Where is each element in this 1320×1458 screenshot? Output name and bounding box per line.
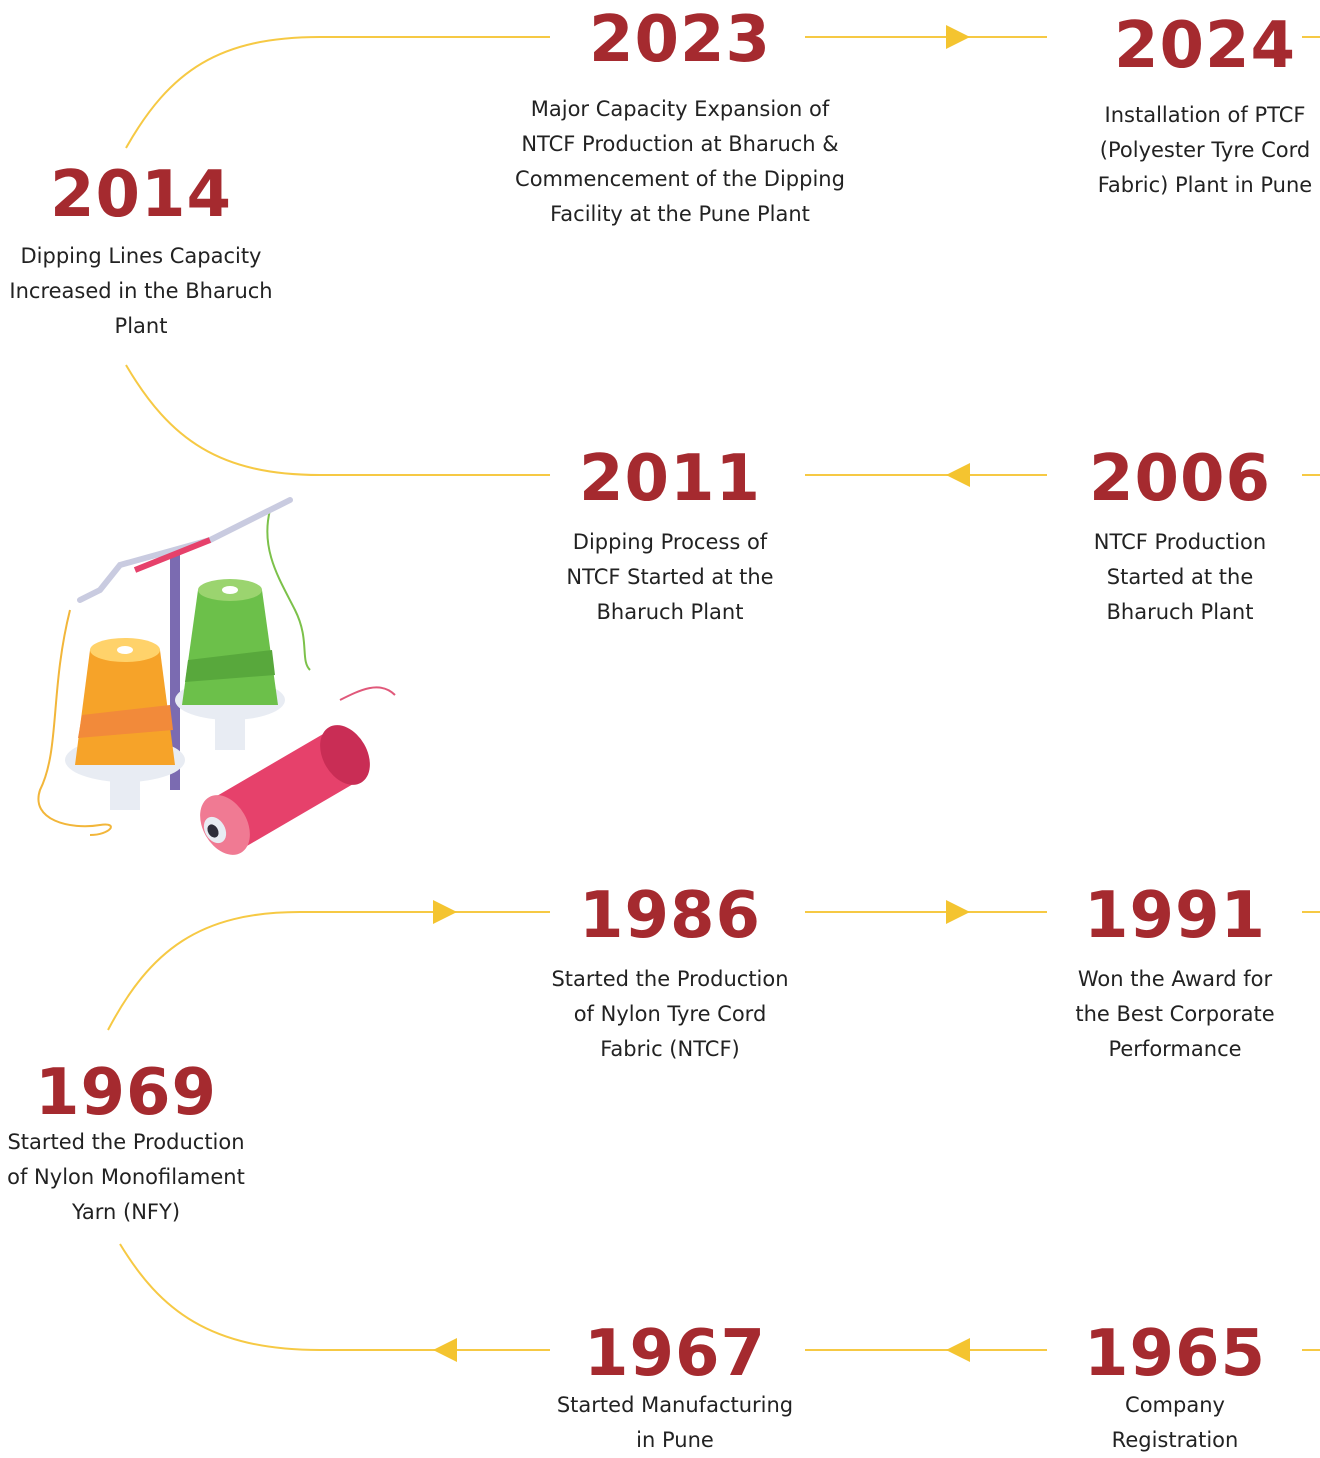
milestone-2006: 2006 NTCF Production Started at the Bhar… [1060,447,1300,630]
arrow-left-icon [946,1338,970,1362]
milestone-year: 1965 [1083,1317,1267,1391]
milestone-description: Dipping Process of NTCF Started at the B… [566,530,774,624]
milestone-1986: 1986 Started the Production of Nylon Tyr… [540,884,800,1067]
arrow-right-icon [946,25,970,49]
milestone-1991: 1991 Won the Award for the Best Corporat… [1055,884,1295,1067]
milestone-description: Major Capacity Expansion of NTCF Product… [515,97,845,226]
milestone-year: 1967 [583,1317,767,1391]
connector-curve-1967-1969 [119,1243,550,1351]
thread-spools-illustration [37,497,396,855]
milestone-2011: 2011 Dipping Process of NTCF Started at … [540,447,800,630]
milestone-2023: 2023 Major Capacity Expansion of NTCF Pr… [490,8,870,232]
milestone-year: 2006 [1088,442,1272,516]
milestone-year: 2023 [588,3,772,77]
milestone-year: 2024 [1113,9,1297,83]
milestone-year: 1986 [578,879,762,953]
milestone-description: Won the Award for the Best Corporate Per… [1075,967,1275,1061]
milestone-description: Started the Production of Nylon Monofila… [7,1130,245,1224]
arrow-left-icon [433,1338,457,1362]
milestone-year: 2014 [49,158,233,232]
milestone-description: Installation of PTCF (Polyester Tyre Cor… [1097,103,1313,197]
milestone-year: 1991 [1083,879,1267,953]
milestone-year: 1969 [34,1056,218,1130]
milestone-year: 2011 [578,442,762,516]
milestone-2024: 2024 Installation of PTCF (Polyester Tyr… [1080,14,1320,203]
milestone-description: Started Manufacturing in Pune [556,1393,794,1452]
milestone-description: Company Registration [1111,1393,1239,1452]
milestone-description: Started the Production of Nylon Tyre Cor… [551,967,789,1061]
milestone-description: NTCF Production Started at the Bharuch P… [1093,530,1267,624]
arrow-right-icon [433,900,457,924]
connector-curve-2014-2023 [125,36,550,149]
milestone-1967: 1967 Started Manufacturing in Pune [540,1322,810,1458]
milestone-1965: 1965 Company Registration [1060,1322,1290,1458]
milestone-2014: 2014 Dipping Lines Capacity Increased in… [0,163,282,344]
milestone-description: Dipping Lines Capacity Increased in the … [9,244,273,338]
arrow-left-icon [946,463,970,487]
arrow-right-icon [946,900,970,924]
milestone-1969: 1969 Started the Production of Nylon Mon… [0,1061,252,1230]
connector-curve-1969-1986 [107,911,550,1031]
connector-curve-2011-2014 [125,364,550,476]
